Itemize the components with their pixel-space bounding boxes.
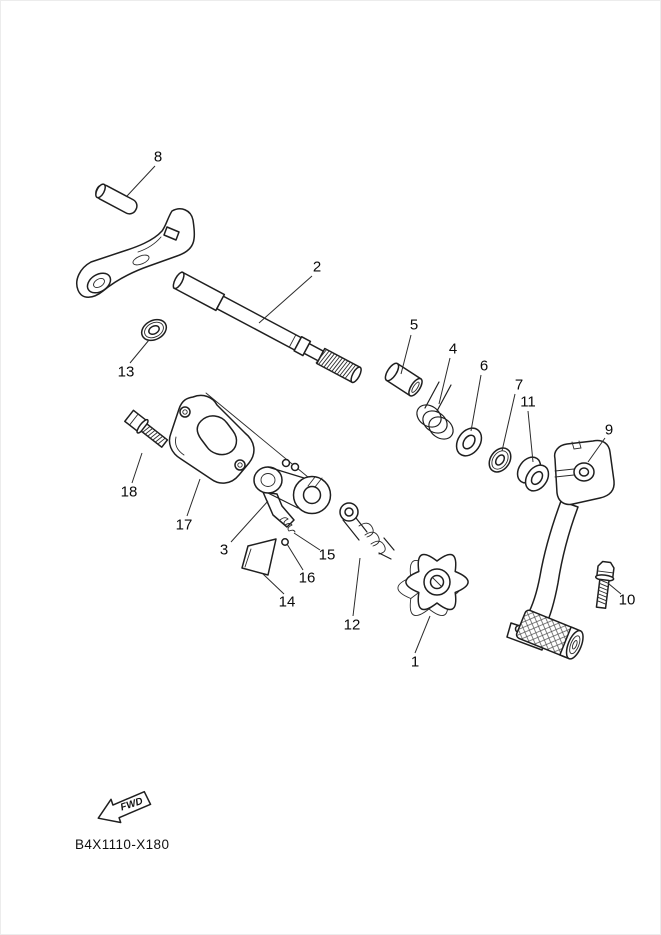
leader-line-18 bbox=[131, 452, 143, 484]
leader-line-7 bbox=[501, 393, 516, 452]
part-label-8: 8 bbox=[154, 149, 162, 166]
leader-line-1 bbox=[414, 615, 431, 654]
part-label-16: 16 bbox=[299, 570, 316, 587]
part-label-4: 4 bbox=[449, 341, 457, 358]
leader-line-10 bbox=[608, 583, 622, 595]
part-label-7: 7 bbox=[515, 377, 523, 394]
part-label-17: 17 bbox=[176, 517, 193, 534]
leader-line-14 bbox=[262, 573, 285, 595]
fwd-arrow-icon: FWD bbox=[97, 790, 152, 824]
washer-13-drawing bbox=[140, 318, 168, 342]
part-label-10: 10 bbox=[619, 592, 636, 609]
leader-line-6 bbox=[470, 374, 482, 432]
part-label-1: 1 bbox=[411, 654, 419, 671]
shift-shaft-drawing bbox=[172, 271, 362, 384]
shift-cam-1-drawing bbox=[397, 553, 469, 616]
leader-line-9 bbox=[587, 437, 606, 463]
leader-line-16 bbox=[286, 543, 304, 571]
part-label-14: 14 bbox=[279, 594, 296, 611]
bolt-18-drawing bbox=[124, 409, 169, 448]
leader-line-15 bbox=[293, 532, 321, 551]
leader-line-11 bbox=[527, 410, 534, 463]
gasket-17-drawing bbox=[168, 394, 255, 484]
part-label-12: 12 bbox=[344, 617, 361, 634]
shift-pawl-3-drawing bbox=[253, 458, 332, 528]
part-label-13: 13 bbox=[118, 364, 135, 381]
part-label-15: 15 bbox=[319, 547, 336, 564]
torsion-spring-4-drawing bbox=[416, 381, 454, 440]
plate-14-drawing bbox=[241, 538, 277, 576]
diagram-code: B4X1110-X180 bbox=[75, 837, 170, 852]
shift-shaft-bracket-drawing bbox=[76, 208, 196, 298]
collar-5-drawing bbox=[384, 362, 423, 397]
leader-line-17 bbox=[186, 478, 201, 517]
washer-6-drawing bbox=[455, 427, 483, 457]
collar-11-drawing bbox=[516, 456, 550, 492]
leader-line-2 bbox=[258, 275, 313, 324]
part-label-6: 6 bbox=[480, 358, 488, 375]
pin-16-drawing bbox=[281, 538, 289, 546]
spring-15-drawing bbox=[279, 517, 296, 533]
leader-line-3 bbox=[230, 500, 269, 543]
part-label-9: 9 bbox=[605, 422, 613, 439]
part-label-5: 5 bbox=[410, 317, 418, 334]
shift-pedal-9-drawing bbox=[506, 439, 615, 660]
part-label-11: 11 bbox=[520, 394, 536, 411]
stopper-lever-12-drawing bbox=[339, 502, 395, 560]
part-label-18: 18 bbox=[121, 484, 138, 501]
part-label-2: 2 bbox=[313, 259, 321, 276]
leader-line-12 bbox=[352, 557, 361, 617]
part-label-3: 3 bbox=[220, 542, 228, 559]
leader-line-8 bbox=[126, 165, 156, 197]
leader-line-4 bbox=[438, 357, 451, 405]
bolt-10-drawing bbox=[594, 560, 615, 610]
pin-8-drawing bbox=[95, 183, 138, 215]
leader-line-13 bbox=[129, 339, 150, 364]
leader-line-5 bbox=[400, 334, 412, 375]
oil-seal-7-drawing bbox=[488, 447, 512, 473]
